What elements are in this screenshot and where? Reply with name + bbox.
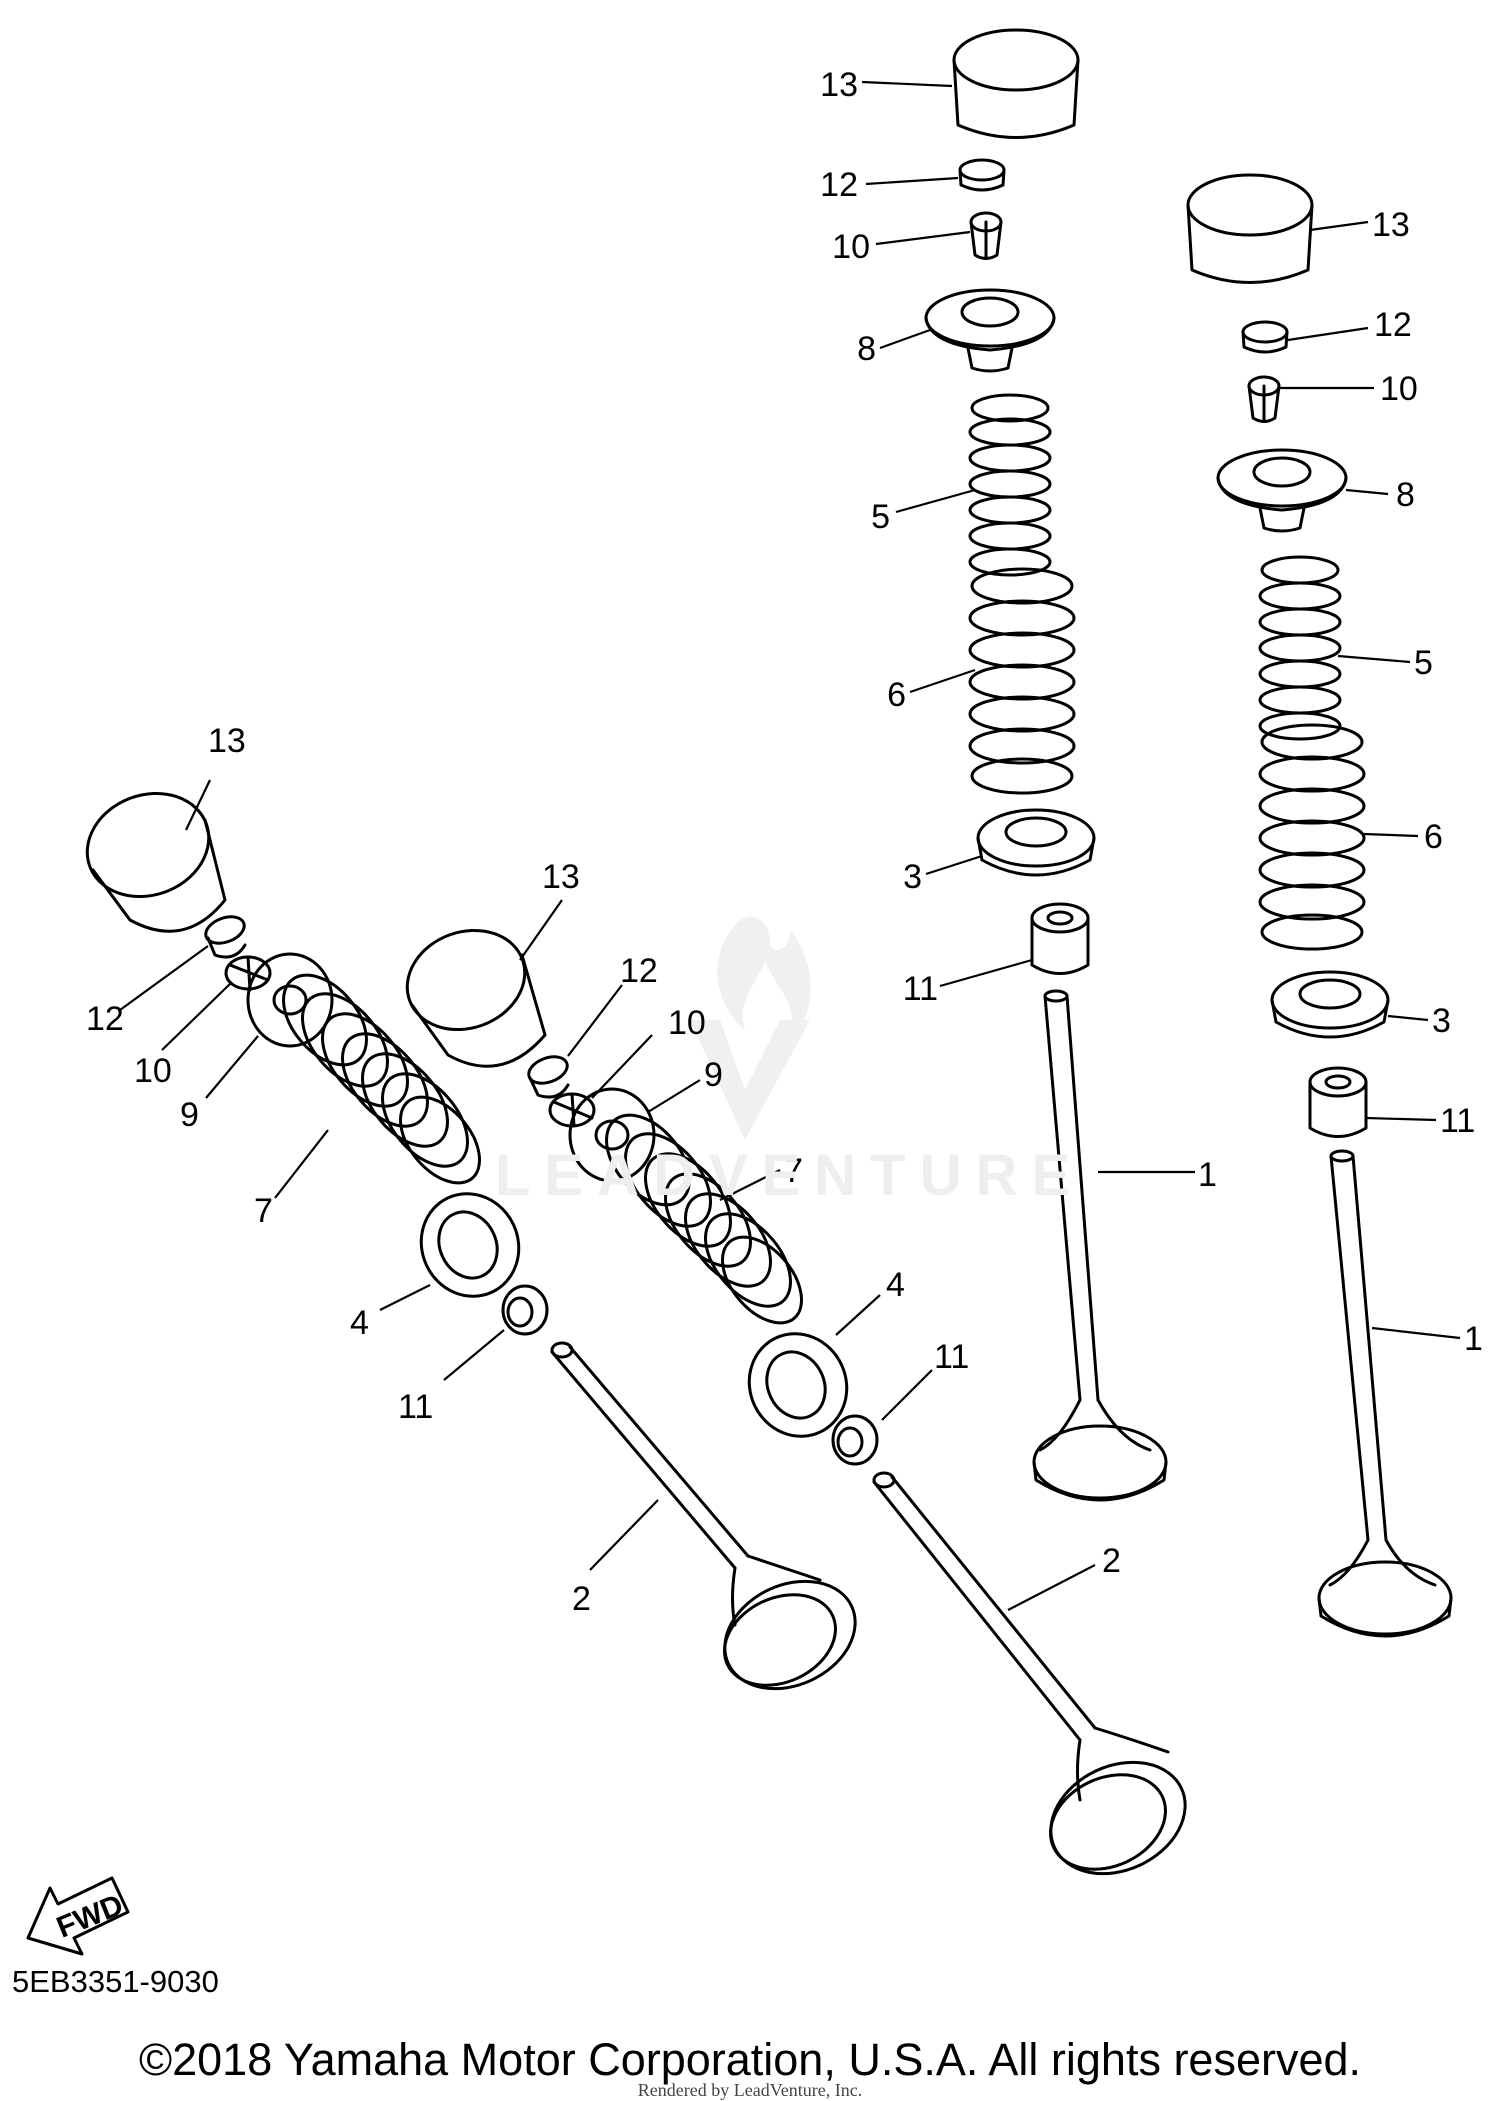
callout-13: 13 — [1372, 206, 1410, 244]
callout-4: 4 — [886, 1266, 905, 1304]
callout-12: 12 — [1374, 306, 1412, 344]
spring-seat-4 — [419, 1192, 521, 1298]
valve-assembly-right-b — [1186, 173, 1453, 1638]
spring-seat-4 — [747, 1332, 849, 1438]
callout-13: 13 — [208, 722, 246, 760]
valve-2 — [550, 1341, 857, 1691]
callout-10: 10 — [668, 1004, 706, 1042]
spring-retainer-8 — [1216, 448, 1348, 533]
valve-lifter-13 — [1186, 173, 1314, 284]
leader-lines — [119, 80, 1461, 1611]
diagram-code: 5EB3351-9030 — [12, 1964, 219, 1999]
callout-8: 8 — [1396, 476, 1415, 514]
copyright-notice: ©2018 Yamaha Motor Corporation, U.S.A. A… — [138, 2034, 1362, 2085]
valve-1 — [1317, 1149, 1453, 1638]
adjusting-pad-12 — [204, 915, 247, 959]
callout-6: 6 — [1424, 818, 1443, 856]
valve-lifter-13 — [405, 928, 547, 1068]
outer-spring-6 — [968, 567, 1076, 795]
callout-10: 10 — [832, 228, 870, 266]
valve-lifter-13 — [952, 28, 1080, 139]
valve-assembly-left-b — [405, 928, 1187, 1876]
callout-3: 3 — [903, 858, 922, 896]
spring-seat-3 — [1270, 970, 1390, 1039]
valve-1 — [1032, 989, 1168, 1502]
inner-spring-5 — [968, 393, 1052, 577]
fwd-arrow-icon — [26, 1876, 130, 1956]
watermark-logo — [690, 916, 811, 1140]
valve-stem-seal-11 — [831, 1414, 879, 1466]
callout-labels: 13 12 10 8 5 6 3 11 1 13 12 10 8 5 6 3 1… — [86, 66, 1483, 1618]
valve-cotter-10 — [1247, 375, 1281, 423]
callout-12: 12 — [86, 1000, 124, 1038]
valve-cotter-10 — [969, 211, 1003, 260]
valve-stem-seal-11 — [1308, 1066, 1368, 1138]
spring-retainer-9 — [246, 952, 334, 1048]
valve-lifter-13 — [85, 791, 227, 933]
callout-12: 12 — [820, 166, 858, 204]
callout-13: 13 — [542, 858, 580, 896]
callout-11: 11 — [934, 1338, 969, 1376]
callout-10: 10 — [1380, 370, 1418, 408]
callout-5: 5 — [871, 498, 890, 536]
valve-assembly-right-a — [924, 28, 1168, 1502]
callout-9: 9 — [180, 1096, 199, 1134]
callout-2: 2 — [572, 1580, 591, 1618]
callout-2: 2 — [1102, 1542, 1121, 1580]
callout-11: 11 — [398, 1388, 433, 1426]
callout-7: 7 — [784, 1152, 803, 1190]
callout-12: 12 — [620, 952, 658, 990]
spring-seat-3 — [976, 808, 1096, 877]
callout-3: 3 — [1432, 1002, 1451, 1040]
rendered-by-notice: Rendered by LeadVenture, Inc. — [637, 2080, 863, 2100]
callout-5: 5 — [1414, 644, 1433, 682]
adjusting-pad-12 — [958, 158, 1006, 192]
valve-cotter-10 — [224, 955, 272, 992]
callout-7: 7 — [254, 1192, 273, 1230]
watermark-text: LEADVENTURE — [495, 1143, 1085, 1208]
callout-11: 11 — [903, 970, 938, 1008]
callout-6: 6 — [887, 676, 906, 714]
callout-10: 10 — [134, 1052, 172, 1090]
spring-7 — [282, 973, 482, 1185]
adjusting-pad-12 — [527, 1055, 570, 1099]
callout-1: 1 — [1198, 1156, 1217, 1194]
inner-spring-5 — [1258, 555, 1342, 741]
spring-7 — [605, 1113, 804, 1325]
callout-8: 8 — [857, 330, 876, 368]
valve-stem-seal-11 — [1030, 902, 1090, 975]
callout-1: 1 — [1464, 1320, 1483, 1358]
valve-2 — [872, 1471, 1187, 1876]
callout-13: 13 — [820, 66, 858, 104]
valve-assembly-left-a — [85, 791, 857, 1691]
callout-9: 9 — [704, 1056, 723, 1094]
spring-retainer-8 — [924, 288, 1056, 373]
callout-11: 11 — [1440, 1102, 1475, 1140]
outer-spring-6 — [1258, 723, 1366, 951]
valve-stem-seal-11 — [501, 1284, 549, 1336]
adjusting-pad-12 — [1241, 320, 1289, 354]
callout-4: 4 — [350, 1304, 369, 1342]
